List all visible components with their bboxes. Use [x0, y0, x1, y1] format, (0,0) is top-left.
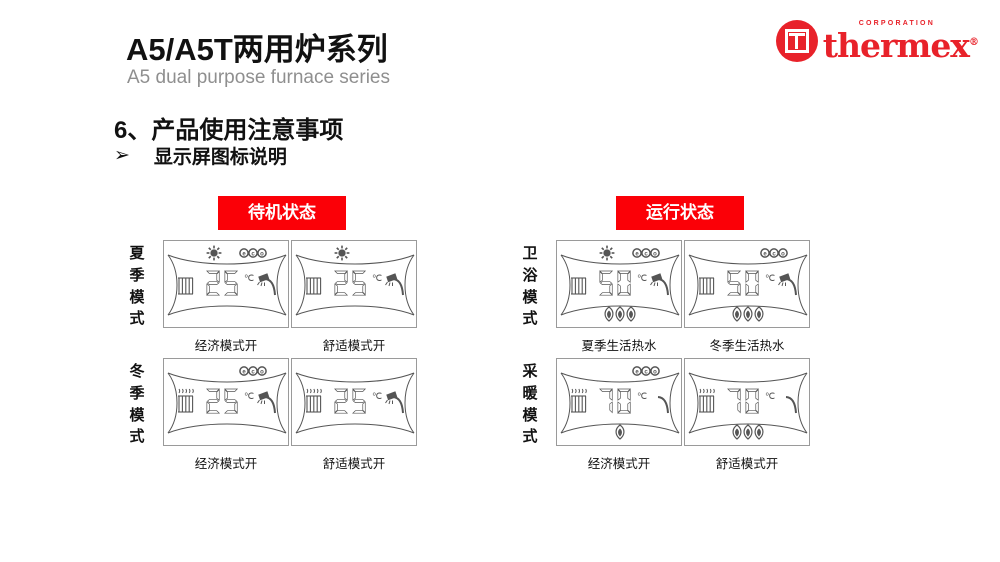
svg-text:e: e: [242, 370, 246, 376]
mode-label-vertical: 冬季模式: [126, 361, 148, 448]
mode-label-char: 模: [522, 406, 538, 424]
svg-text:e: e: [763, 252, 767, 258]
status-badge: 待机状态: [218, 196, 346, 230]
registered-icon: ®: [969, 36, 979, 48]
mode-label-char: 季: [129, 266, 145, 284]
mode-label-char: 暖: [522, 384, 538, 402]
svg-text:c: c: [251, 370, 255, 376]
mode-label-char: 夏: [129, 245, 145, 262]
panel-caption: 舒适模式开: [715, 457, 779, 471]
mode-label-char: 模: [129, 406, 145, 424]
svg-text:c: c: [644, 370, 648, 376]
thermex-emblem-icon: [775, 20, 818, 62]
mode-label-char: 模: [522, 288, 538, 306]
svg-text:o: o: [260, 252, 264, 258]
svg-text:e: e: [635, 252, 639, 258]
svg-text:℃: ℃: [637, 273, 647, 283]
svg-text:℃: ℃: [244, 273, 254, 283]
svg-text:℃: ℃: [372, 273, 382, 283]
mode-label-char: 模: [129, 288, 145, 306]
svg-text:℃: ℃: [244, 391, 254, 401]
svg-text:c: c: [644, 252, 648, 258]
mode-label-char: 季: [129, 384, 145, 402]
panel-caption: 经济模式开: [587, 457, 651, 471]
mode-label-vertical: 卫浴模式: [519, 243, 541, 330]
sub-heading-row: ➢ 显示屏图标说明: [114, 142, 287, 169]
svg-text:℃: ℃: [637, 391, 647, 401]
mode-label-char: 卫: [522, 245, 538, 262]
panel-caption: 经济模式开: [194, 457, 258, 471]
mode-label-char: 式: [522, 310, 538, 328]
display-panel[interactable]: ℃ 舒适模式开: [291, 240, 417, 354]
status-badge: 运行状态: [616, 196, 744, 230]
logo-wordmark: thermex®: [822, 25, 979, 65]
mode-label-char: 冬: [129, 363, 145, 380]
svg-text:o: o: [653, 370, 657, 376]
section-heading: 6、产品使用注意事项: [114, 117, 344, 144]
logo-corporation-text: CORPORATION: [858, 19, 935, 27]
svg-text:e: e: [635, 370, 639, 376]
page-title-zh: A5/A5T两用炉系列: [126, 32, 388, 67]
mode-label-char: 式: [129, 428, 145, 446]
panel-caption: 冬季生活热水: [709, 339, 785, 353]
svg-text:℃: ℃: [372, 391, 382, 401]
lcd-screen: ℃: [684, 358, 810, 446]
panel-caption: 舒适模式开: [322, 457, 386, 471]
svg-text:c: c: [251, 252, 255, 258]
mode-label-vertical: 采暖模式: [519, 361, 541, 448]
panel-caption: 舒适模式开: [322, 339, 386, 353]
display-panel[interactable]: ℃ 舒适模式开: [684, 358, 810, 472]
mode-label-char: 浴: [522, 266, 538, 284]
sub-heading: 显示屏图标说明: [153, 147, 287, 168]
svg-text:c: c: [772, 252, 776, 258]
page-title-en: A5 dual purpose furnace series: [127, 67, 390, 88]
lcd-screen: ℃: [291, 240, 417, 328]
arrow-bullet-icon: ➢: [114, 145, 130, 166]
logo-wordmark-text: thermex: [822, 25, 970, 65]
svg-text:o: o: [653, 252, 657, 258]
svg-text:℃: ℃: [765, 273, 775, 283]
panel-caption: 经济模式开: [194, 339, 258, 353]
display-panel[interactable]: ℃ 舒适模式开: [291, 358, 417, 472]
panel-caption: 夏季生活热水: [581, 339, 657, 353]
svg-text:℃: ℃: [765, 391, 775, 401]
mode-label-char: 式: [522, 428, 538, 446]
lcd-screen: ℃: [291, 358, 417, 446]
mode-label-char: 式: [129, 310, 145, 328]
svg-text:o: o: [260, 370, 264, 376]
mode-label-vertical: 夏季模式: [126, 243, 148, 330]
thermex-logo: CORPORATION thermex®: [775, 19, 979, 65]
logo-text-block: CORPORATION thermex®: [822, 19, 979, 65]
mode-label-char: 采: [522, 363, 538, 380]
svg-text:o: o: [781, 252, 785, 258]
svg-text:e: e: [242, 252, 246, 258]
